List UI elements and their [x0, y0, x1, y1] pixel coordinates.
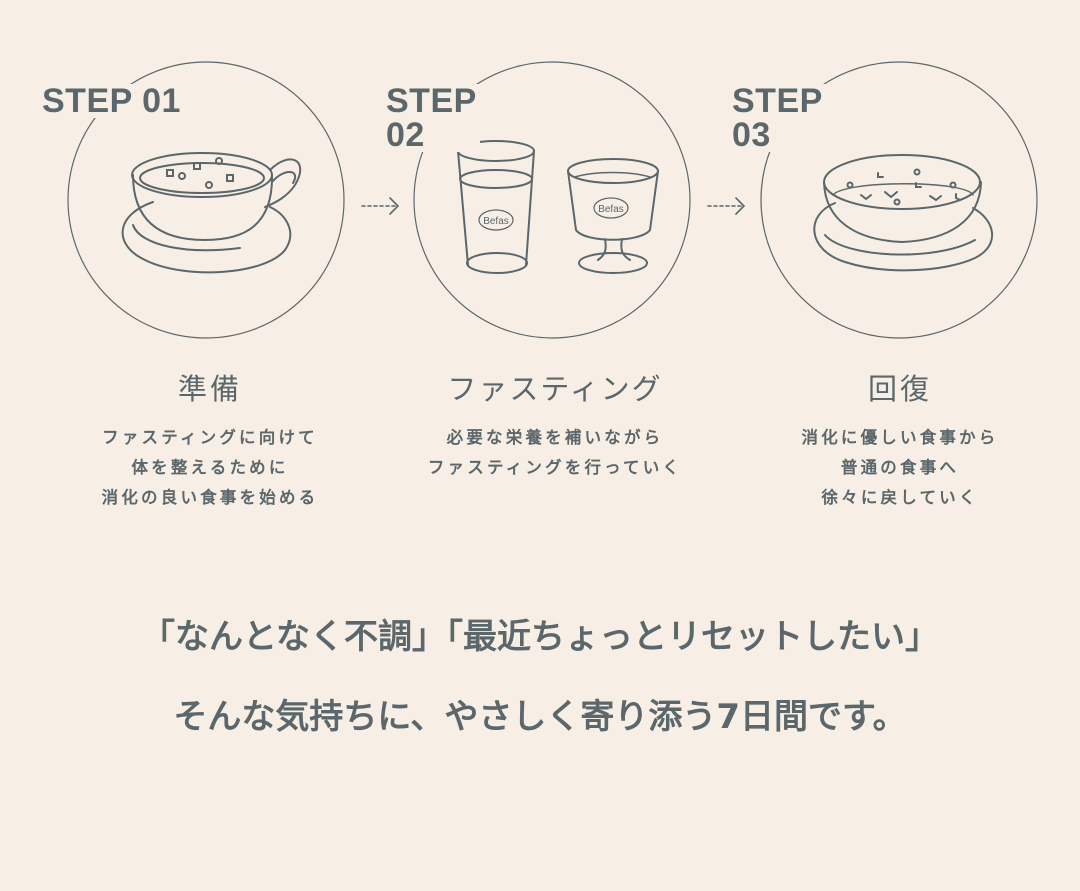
- tagline-line-1: 「なんとなく不調」「最近ちょっとリセットしたい」: [141, 617, 939, 657]
- dotted-arrow-icon: [707, 197, 746, 215]
- desc-line: ファスティングに向けて: [102, 428, 318, 447]
- desc-line: 徐々に戻していく: [821, 488, 979, 507]
- step-label: STEP 03: [728, 84, 827, 152]
- circle-frame: [413, 61, 691, 339]
- step-description: 必要な栄養を補いながら ファスティングを行っていく: [395, 423, 715, 483]
- desc-line: 体を整えるために: [131, 458, 289, 477]
- step-title: 準備: [177, 372, 242, 406]
- befas-drinks-icon: Befas Befas: [457, 140, 659, 274]
- step-description: ファスティングに向けて 体を整えるために 消化の良い食事を始める: [52, 423, 368, 513]
- desc-line: 必要な栄養を補いながら: [446, 428, 664, 447]
- step-description: 消化に優しい食事から 普通の食事へ 徐々に戻していく: [740, 423, 1060, 513]
- desc-line: ファスティングを行っていく: [427, 458, 683, 477]
- step-label: STEP 01: [38, 84, 185, 118]
- step-label: STEP 02: [382, 84, 481, 152]
- desc-line: 普通の食事へ: [840, 458, 960, 477]
- soup-cup-icon: [121, 152, 302, 274]
- brand-logo: Befas: [483, 216, 509, 227]
- dotted-arrow-icon: [361, 197, 400, 215]
- step-title: ファスティング: [447, 372, 663, 406]
- soup-bowl-icon: [813, 154, 994, 272]
- tagline-line-2: そんな気持ちに、やさしく寄り添う7日間です。: [173, 697, 907, 737]
- step-title: 回復: [867, 372, 932, 406]
- circle-frame: [760, 61, 1038, 339]
- desc-line: 消化の良い食事を始める: [101, 488, 319, 507]
- desc-line: 消化に優しい食事から: [801, 428, 999, 447]
- brand-logo: Befas: [598, 204, 624, 215]
- circle-frame: [67, 61, 345, 339]
